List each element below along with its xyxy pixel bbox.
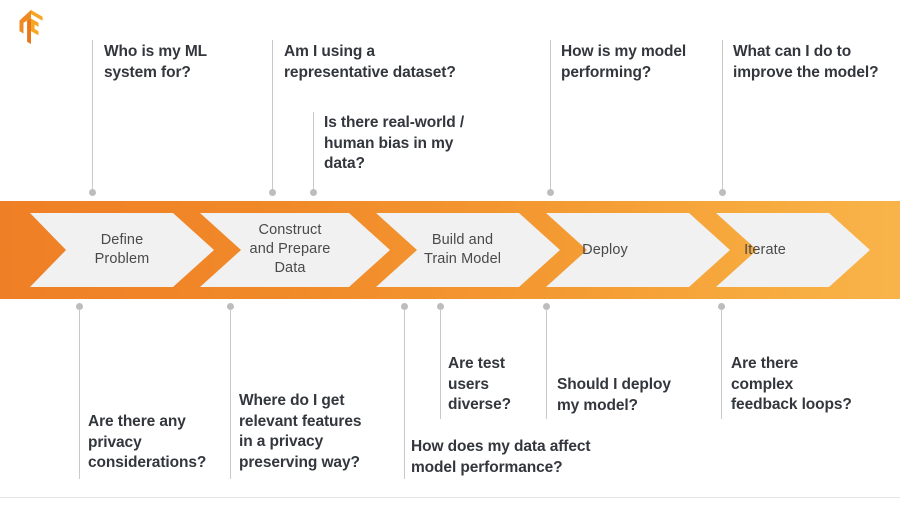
connector-dot-bottom-4 (437, 303, 444, 310)
question-data-affect-model-performance: How does my data affect model performanc… (411, 438, 591, 476)
connector-stem-bottom-6 (721, 309, 722, 419)
question-privacy-considerations: Are there any privacy considerations? (88, 413, 207, 471)
connector-stem-top-2 (272, 40, 273, 192)
connector-stem-bottom-4 (440, 309, 441, 419)
question-improve-the-model: What can I do to improve the model? (733, 43, 879, 81)
pipeline-band: Define Problem Construct and Prepare Dat… (0, 201, 900, 299)
connector-dot-top-5 (719, 189, 726, 196)
connector-stem-bottom-5 (546, 309, 547, 419)
question-complex-feedback-loops: Are there complex feedback loops? (731, 355, 852, 413)
chevron-deploy (546, 213, 730, 287)
question-how-is-my-model-performing: How is my model performing? (561, 43, 687, 81)
connector-dot-top-2 (269, 189, 276, 196)
connector-dot-top-4 (547, 189, 554, 196)
connector-stem-top-1 (92, 40, 93, 192)
connector-stem-top-3 (313, 112, 314, 192)
step-label-iterate: Iterate (744, 242, 786, 258)
step-label-define-problem: Define Problem (94, 232, 150, 267)
step-label-deploy: Deploy (582, 242, 628, 258)
step-label-build-train-model: Build and Train Model (423, 232, 502, 267)
connector-stem-bottom-1 (79, 309, 80, 479)
connector-dot-bottom-1 (76, 303, 83, 310)
pipeline-chevrons (30, 213, 870, 287)
connector-dot-bottom-6 (718, 303, 725, 310)
chevron-build-train-model (376, 213, 560, 287)
step-label-construct-prepare-data: Construct and Prepare Data (249, 222, 331, 276)
question-should-i-deploy-my-model: Should I deploy my model? (557, 376, 671, 414)
connector-dot-bottom-2 (227, 303, 234, 310)
connector-stem-top-4 (550, 40, 551, 192)
tensorflow-logo (14, 8, 48, 46)
connector-stem-top-5 (722, 40, 723, 192)
question-real-world-human-bias: Is there real-world / human bias in my d… (324, 114, 465, 172)
chevron-iterate (716, 213, 870, 287)
connector-dot-top-3 (310, 189, 317, 196)
connector-stem-bottom-3 (404, 309, 405, 479)
question-representative-dataset: Am I using a representative dataset? (284, 43, 456, 81)
footer-divider (0, 497, 900, 498)
question-who-is-my-ml-system-for: Who is my ML system for? (104, 43, 207, 81)
connector-stem-bottom-2 (230, 309, 231, 479)
connector-dot-bottom-3 (401, 303, 408, 310)
connector-dot-top-1 (89, 189, 96, 196)
connector-dot-bottom-5 (543, 303, 550, 310)
question-relevant-features-privacy: Where do I get relevant features in a pr… (239, 392, 362, 471)
chevron-define-problem (30, 213, 214, 287)
chevron-construct-prepare-data (200, 213, 390, 287)
question-are-test-users-diverse: Are test users diverse? (448, 355, 511, 413)
